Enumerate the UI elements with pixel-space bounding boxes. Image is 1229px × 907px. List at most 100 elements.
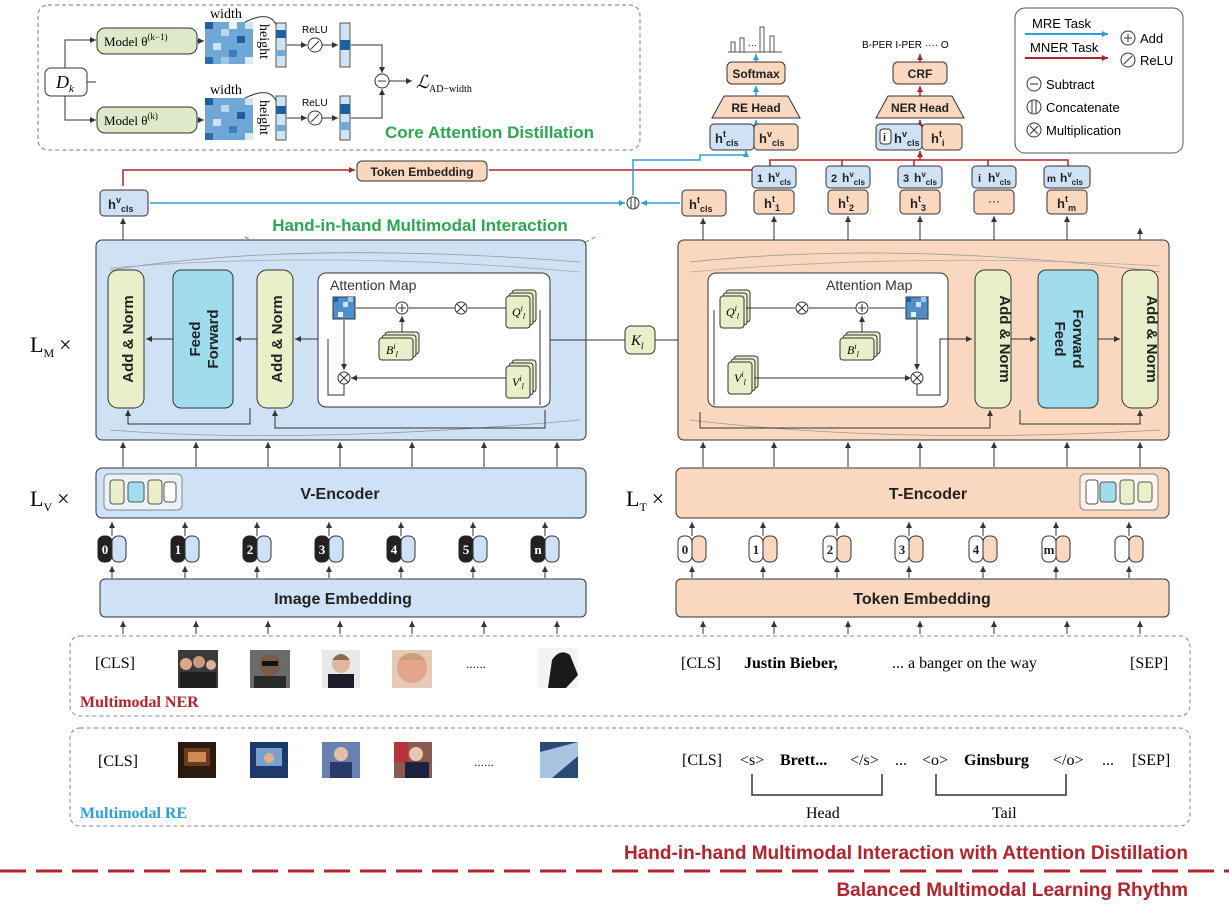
svg-text:Qil: Qil — [512, 304, 526, 321]
model-prev-label: Model θ(k−1) — [104, 32, 168, 49]
left-b-box: Bil — [378, 331, 420, 361]
left-attention-map-label: Attention Map — [330, 277, 417, 293]
right-attention-map — [707, 272, 949, 408]
ner-photo-4 — [392, 650, 432, 688]
re-photo-3 — [322, 742, 360, 778]
ner-photo-3 — [322, 650, 360, 688]
ner-tags-label: B-PER I-PER ···· O — [862, 40, 949, 51]
re-text-cls: [CLS] — [682, 752, 722, 769]
svg-text:m: m — [1047, 174, 1056, 185]
re-s-open: <s> — [740, 752, 764, 769]
re-end-dots: ... — [1102, 752, 1114, 769]
svg-text:i: i — [883, 132, 886, 144]
token-embedding-box — [675, 578, 1170, 618]
svg-text:1: 1 — [757, 173, 763, 185]
left-h-v-cls — [99, 189, 149, 217]
vector-bar-bottom-a — [275, 95, 287, 141]
interaction-title: Hand-in-hand Multimodal Interaction — [272, 216, 568, 235]
svg-text:Forward: Forward — [205, 309, 222, 368]
t-token-label: 3 — [899, 542, 906, 557]
concatenate-icon — [626, 196, 640, 210]
re-example-panel: [CLS] ...... [CLS] <s> Brett... </s> ...… — [69, 727, 1191, 827]
token-embedding-mini — [356, 160, 488, 182]
re-h-v-cls — [753, 123, 799, 151]
softmax-label: Softmax — [732, 67, 780, 81]
t-token-label: 2 — [827, 542, 834, 557]
t-token-1: 1 — [748, 522, 778, 563]
re-text-sep: [SEP] — [1132, 752, 1170, 769]
v-token-label: 3 — [319, 542, 326, 557]
v-token-n: n — [530, 522, 560, 563]
re-image-dots: ...... — [474, 755, 494, 769]
v-encoder-label: V-Encoder — [300, 486, 379, 503]
ner-photo-5 — [538, 648, 578, 688]
t-token-label: 0 — [682, 542, 689, 557]
svg-text:i: i — [978, 173, 981, 185]
svg-text:hti: hti — [931, 129, 944, 148]
re-photo-1 — [178, 742, 216, 778]
crf-box — [892, 61, 948, 85]
v-token-5: 5 — [458, 522, 488, 563]
attention-grid-top — [205, 22, 253, 64]
token-embedding-label: Token Embedding — [853, 591, 990, 608]
ner-text-sep: [SEP] — [1130, 655, 1168, 672]
legend-subtract-label: Subtract — [1046, 77, 1095, 92]
right-attention-map-icon — [905, 296, 929, 320]
right-v-box: Vil — [727, 355, 759, 395]
re-example-label: Multimodal RE — [80, 805, 187, 822]
v-token-label: n — [534, 542, 542, 557]
image-embedding-label: Image Embedding — [274, 591, 412, 608]
t-encoder: T-Encoder — [675, 467, 1170, 519]
t-token-0: 0 — [677, 522, 707, 563]
ner-text-rest: ... a banger on the way — [892, 655, 1037, 672]
re-tail-label: Tail — [992, 805, 1017, 822]
ner-photo-1 — [178, 650, 218, 688]
height-label-top: height — [256, 24, 271, 59]
width-label-top: width — [210, 7, 242, 22]
ner-head-branch: B-PER I-PER ···· O CRF NER Head i hvcls … — [862, 40, 965, 151]
svg-text:3: 3 — [903, 173, 909, 185]
core-distillation-panel: Dk Model θ(k−1) Model θ(k) width width h… — [37, 4, 641, 151]
token-pair-i: i hvcls ··· — [971, 165, 1017, 215]
t-token-2: 2 — [822, 522, 852, 563]
left-interaction-block: Add & Norm Feed Forward Add & Norm Atten… — [95, 239, 587, 441]
footer-line-2: Balanced Multimodal Learning Rhythm — [836, 880, 1188, 901]
ner-text-name: Justin Bieber, — [744, 655, 838, 672]
right-interaction-block: Attention Map Qil Bil V — [677, 239, 1170, 441]
re-mid-dots: ... — [895, 752, 907, 769]
svg-text:Vil: Vil — [734, 370, 747, 387]
vector-bar-top-a — [275, 22, 287, 68]
width-label-bottom: width — [210, 83, 242, 98]
input-to-embedding-arrows — [109, 566, 1143, 634]
v-token-0: 0 — [97, 522, 127, 563]
ner-head-box — [875, 95, 965, 119]
re-image-cls: [CLS] — [98, 753, 138, 770]
legend-add-label: Add — [1140, 31, 1163, 46]
relu-label-bottom: ReLU — [302, 98, 328, 109]
svg-text:Vil: Vil — [512, 374, 525, 391]
token-pair-3: 3 hvcls ht3 — [897, 165, 943, 215]
v-token-label: 1 — [175, 542, 182, 557]
legend-mre-label: MRE Task — [1032, 16, 1091, 31]
right-b-box: Bil — [839, 331, 881, 361]
left-attention-map-icon — [332, 296, 356, 320]
legend: MRE Task MNER Task Add ReLU Subtract Con… — [1014, 7, 1184, 154]
legend-mner-label: MNER Task — [1030, 40, 1099, 55]
left-q-box: Qil — [505, 289, 537, 329]
lm-label: LM× — [30, 332, 72, 360]
ner-image-cls: [CLS] — [95, 655, 135, 672]
re-photo-2 — [250, 742, 288, 778]
re-photo-5 — [540, 742, 578, 778]
v-token-1: 1 — [170, 522, 200, 563]
crf-label: CRF — [908, 67, 933, 81]
token-pair-1: 1 hvcls ht1 — [751, 165, 797, 215]
legend-mult-label: Multiplication — [1046, 123, 1121, 138]
concatenate-icon — [1026, 99, 1042, 115]
softmax-output-bars — [728, 26, 782, 53]
softmax-dots: ··· — [748, 40, 757, 50]
fused-token-row: Token Embedding hvcls htcls 1 hvcls ht1 … — [99, 151, 1143, 240]
re-o-close: </o> — [1053, 752, 1084, 769]
re-head-label: Head — [806, 805, 840, 822]
svg-text:Forward: Forward — [1069, 309, 1086, 368]
